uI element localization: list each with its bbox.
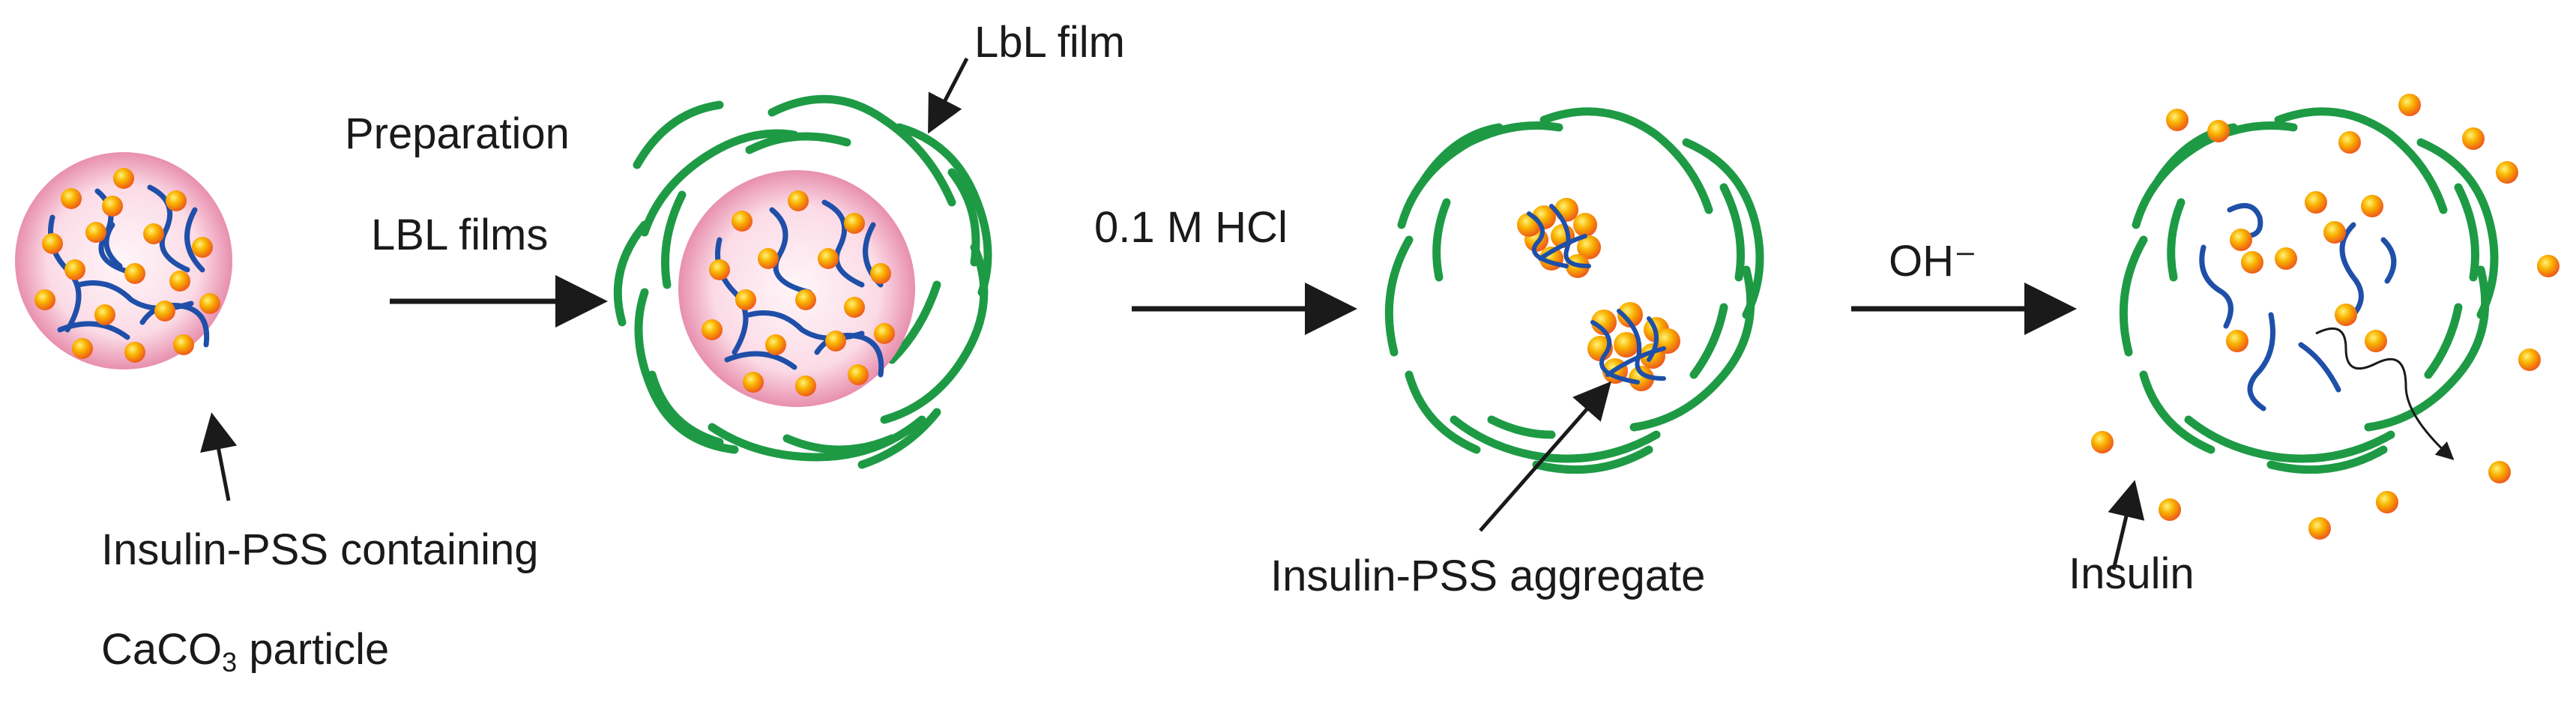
pss-chains (2199, 202, 2397, 411)
insulin-pointer (2108, 480, 2145, 570)
lbl-film-strands (613, 94, 992, 469)
lbl-film-pointer (928, 57, 969, 134)
particle-label-line2: CaCO3 particle (101, 628, 389, 676)
lbl-film-label: LbL film (974, 18, 1125, 67)
particle-label-subscript: 3 (222, 647, 238, 678)
stage-particle (15, 152, 232, 369)
particle-label-caco: CaCO (101, 625, 223, 674)
particle-label-suffix: particle (237, 625, 390, 674)
stage-coated-particle (613, 94, 992, 469)
aggregate-1 (1517, 198, 1601, 278)
step1-label-line1: Preparation (345, 109, 570, 158)
step2-label: 0.1 M HCl (1094, 203, 1288, 252)
stage-release-capsule (2091, 94, 2560, 570)
lbl-film-strands (2119, 107, 2499, 474)
aggregate-pointer (1479, 381, 1611, 532)
aggregate-2 (1587, 302, 1680, 391)
insulin-dots (702, 190, 895, 396)
aggregate-label: Insulin-PSS aggregate (1270, 552, 1706, 600)
lbl-film-strands (1384, 107, 1764, 474)
particle-pointer (200, 412, 238, 501)
insulin-dots (2091, 94, 2560, 540)
release-path (2315, 327, 2455, 461)
insulin-label: Insulin (2069, 549, 2195, 598)
stage-hollow-capsule (1384, 107, 1764, 532)
insulin-dots (34, 168, 220, 363)
step3-label: OH⁻ (1889, 237, 1977, 286)
step1-label-line2: LBL films (371, 211, 549, 259)
particle-label-line1: Insulin-PSS containing (101, 525, 539, 574)
